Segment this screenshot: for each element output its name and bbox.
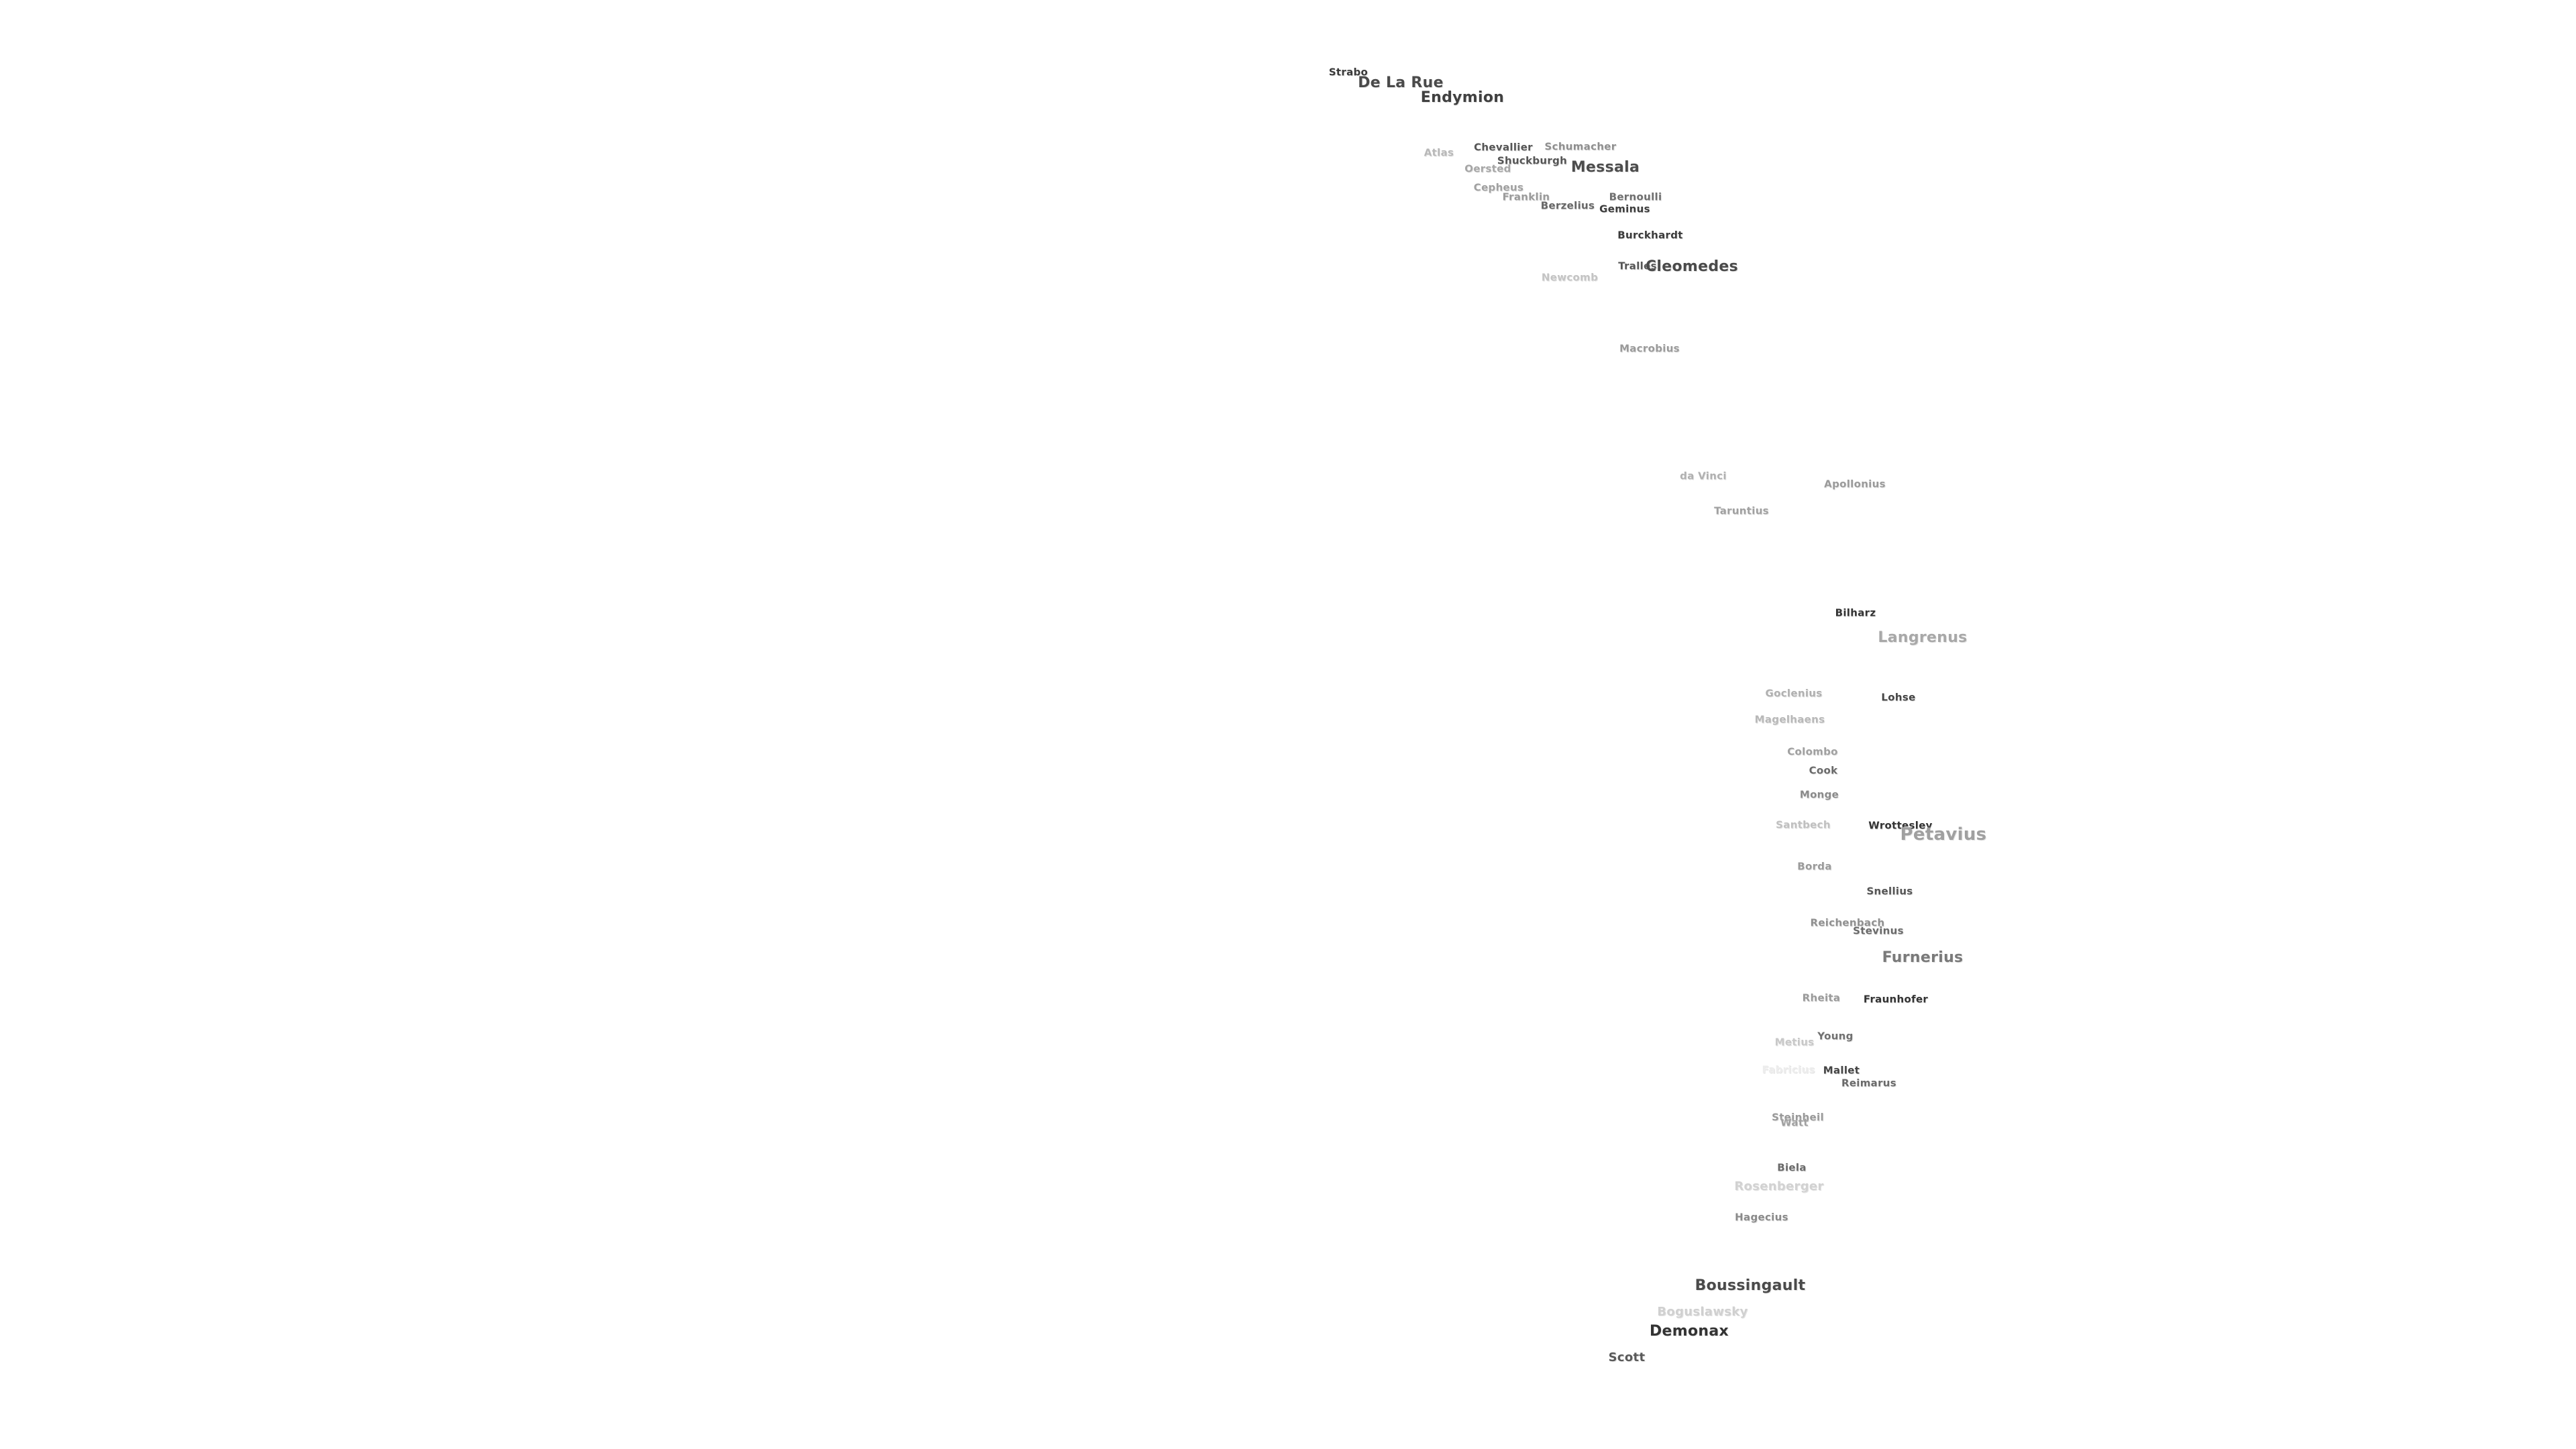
crater-label-stevinus[interactable]: Stevinus bbox=[1853, 924, 1904, 937]
crater-label-bernoulli[interactable]: Bernoulli bbox=[1609, 191, 1662, 203]
crater-label-cleomedes[interactable]: Cleomedes bbox=[1645, 258, 1739, 275]
crater-label-fraunhofer[interactable]: Fraunhofer bbox=[1863, 993, 1929, 1006]
crater-label-young[interactable]: Young bbox=[1817, 1030, 1854, 1042]
crater-label-lohse[interactable]: Lohse bbox=[1881, 691, 1916, 704]
crater-label-boussingault[interactable]: Boussingault bbox=[1695, 1277, 1806, 1294]
crater-label-metius[interactable]: Metius bbox=[1774, 1036, 1815, 1049]
crater-label-newcomb[interactable]: Newcomb bbox=[1541, 271, 1599, 284]
crater-label-geminus[interactable]: Geminus bbox=[1599, 203, 1650, 215]
crater-label-da-vinci[interactable]: da Vinci bbox=[1680, 470, 1727, 482]
crater-label-tralles[interactable]: Tralles bbox=[1618, 260, 1657, 272]
crater-label-de-la-rue[interactable]: De La Rue bbox=[1358, 74, 1444, 91]
crater-label-steinheil[interactable]: Steinheil bbox=[1772, 1111, 1824, 1124]
crater-label-franklin[interactable]: Franklin bbox=[1502, 191, 1550, 203]
crater-label-rheita[interactable]: Rheita bbox=[1802, 991, 1841, 1004]
crater-label-chevallier[interactable]: Chevallier bbox=[1474, 141, 1533, 154]
crater-label-macrobius[interactable]: Macrobius bbox=[1619, 342, 1680, 355]
crater-label-scott[interactable]: Scott bbox=[1608, 1350, 1646, 1364]
crater-label-messala[interactable]: Messala bbox=[1570, 159, 1640, 176]
crater-label-mallet[interactable]: Mallet bbox=[1823, 1064, 1860, 1077]
crater-label-snellius[interactable]: Snellius bbox=[1866, 885, 1913, 898]
crater-label-endymion[interactable]: Endymion bbox=[1420, 89, 1505, 106]
crater-label-bilharz[interactable]: Bilharz bbox=[1835, 606, 1876, 619]
crater-label-reichenbach[interactable]: Reichenbach bbox=[1810, 916, 1885, 929]
crater-label-schumacher[interactable]: Schumacher bbox=[1544, 140, 1617, 153]
crater-label-biela[interactable]: Biela bbox=[1777, 1161, 1807, 1174]
crater-label-fabricius[interactable]: Fabricius bbox=[1762, 1063, 1815, 1076]
crater-label-rosenberger[interactable]: Rosenberger bbox=[1734, 1179, 1824, 1193]
crater-label-watt[interactable]: Watt bbox=[1780, 1116, 1809, 1129]
crater-label-hagecius[interactable]: Hagecius bbox=[1735, 1211, 1788, 1224]
crater-label-magelhaens[interactable]: Magelhaens bbox=[1754, 713, 1825, 726]
crater-label-goclenius[interactable]: Goclenius bbox=[1765, 687, 1823, 700]
crater-label-berzelius[interactable]: Berzelius bbox=[1540, 199, 1595, 212]
crater-label-reimarus[interactable]: Reimarus bbox=[1841, 1077, 1897, 1089]
crater-label-wrottesley[interactable]: Wrottesley bbox=[1868, 819, 1933, 832]
crater-label-boguslawsky[interactable]: Boguslawsky bbox=[1657, 1305, 1748, 1319]
crater-label-strabo[interactable]: Strabo bbox=[1328, 66, 1368, 78]
crater-label-shuckburgh[interactable]: Shuckburgh bbox=[1497, 154, 1568, 167]
crater-label-taruntius[interactable]: Taruntius bbox=[1714, 504, 1769, 517]
crater-label-apollonius[interactable]: Apollonius bbox=[1824, 478, 1886, 490]
crater-label-borda[interactable]: Borda bbox=[1797, 860, 1832, 873]
crater-label-demonax[interactable]: Demonax bbox=[1649, 1323, 1729, 1340]
crater-label-oersted[interactable]: Oersted bbox=[1464, 162, 1511, 175]
crater-label-langrenus[interactable]: Langrenus bbox=[1878, 629, 1968, 646]
crater-label-colombo[interactable]: Colombo bbox=[1787, 745, 1838, 758]
crater-label-furnerius[interactable]: Furnerius bbox=[1882, 949, 1964, 966]
crater-label-santbech[interactable]: Santbech bbox=[1776, 818, 1831, 831]
crater-label-petavius[interactable]: Petavius bbox=[1900, 824, 1987, 845]
crater-label-monge[interactable]: Monge bbox=[1799, 788, 1839, 801]
crater-label-cook[interactable]: Cook bbox=[1809, 764, 1838, 777]
crater-label-burckhardt[interactable]: Burckhardt bbox=[1617, 229, 1683, 241]
crater-label-cepheus[interactable]: Cepheus bbox=[1473, 181, 1524, 194]
crater-label-atlas[interactable]: Atlas bbox=[1424, 146, 1454, 159]
